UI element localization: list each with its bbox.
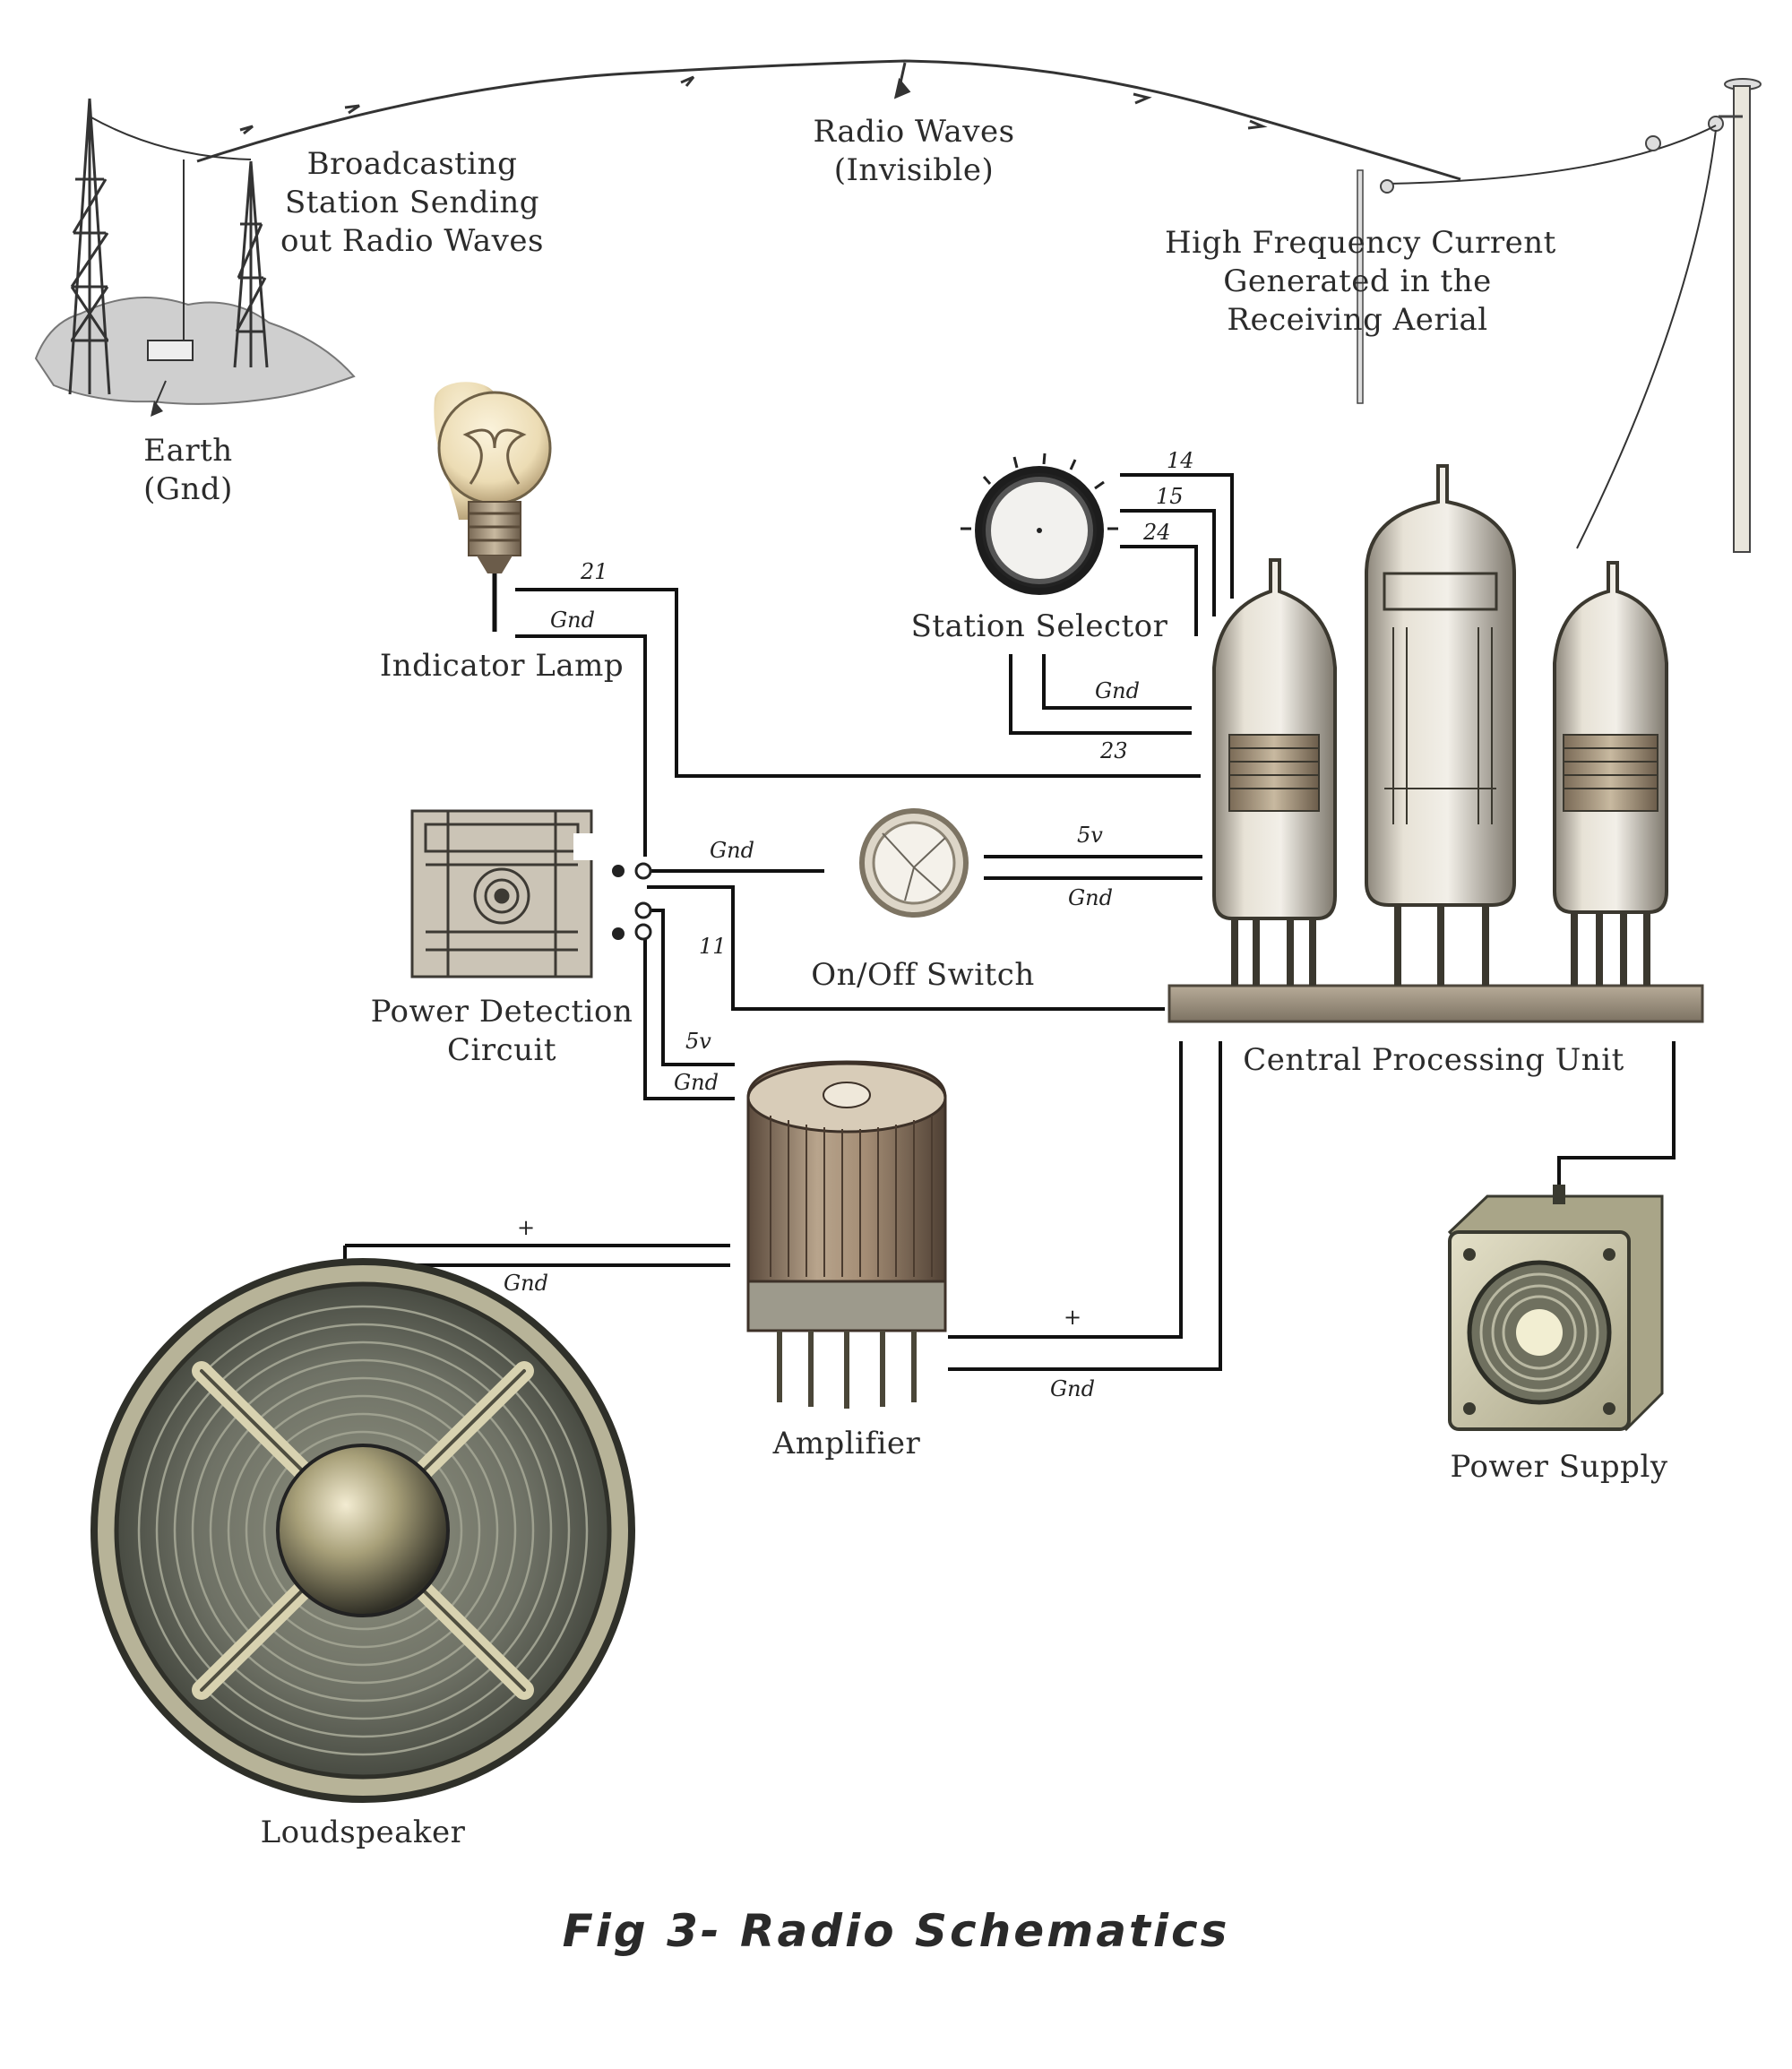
wire-label-speaker-gnd: Gnd — [504, 1271, 548, 1296]
station-selector-knob[interactable] — [961, 453, 1118, 595]
label-line: Circuit — [367, 1031, 636, 1070]
central-processing-unit-illustration — [1169, 466, 1702, 1022]
wire-label-21: 21 — [581, 559, 608, 584]
wire-label-amp-plus: + — [1064, 1305, 1081, 1330]
label-line: (Invisible) — [788, 151, 1039, 190]
earth-ground-label: Earth (Gnd) — [116, 432, 260, 509]
broadcasting-station-label: Broadcasting Station Sending out Radio W… — [269, 145, 556, 261]
loudspeaker-illustration — [94, 1262, 632, 1799]
wire-label-pdc-gnd: Gnd — [674, 1070, 719, 1095]
indicator-lamp-label: Indicator Lamp — [367, 647, 636, 685]
wire-label-24: 24 — [1143, 520, 1171, 545]
wire-amp-plus — [948, 1041, 1181, 1337]
wire-label-switch-gnd-right: Gnd — [1068, 885, 1113, 910]
power-supply-label: Power Supply — [1434, 1448, 1684, 1487]
label-line: Receiving Aerial — [1165, 301, 1550, 340]
wire-label-amp-gnd: Gnd — [1050, 1376, 1095, 1401]
wire-label-15: 15 — [1156, 484, 1184, 509]
wire-label-selector-gnd: Gnd — [1095, 678, 1140, 703]
label-line: Radio Waves — [788, 113, 1039, 151]
on-off-switch-label: On/Off Switch — [788, 956, 1057, 995]
station-selector-label: Station Selector — [905, 608, 1174, 646]
figure-title: Fig 3- Radio Schematics — [0, 1905, 1792, 1957]
label-line: Earth — [116, 432, 260, 470]
wire-label-pdc-5v: 5v — [685, 1029, 711, 1054]
label-line: (Gnd) — [116, 470, 260, 509]
wire-label-switch-gnd-left: Gnd — [710, 838, 754, 863]
label-line: Station Sending — [269, 184, 556, 222]
power-supply-illustration — [1450, 1185, 1662, 1429]
indicator-lamp-illustration — [434, 382, 550, 632]
central-processing-unit-label: Central Processing Unit — [1236, 1041, 1631, 1080]
amplifier-illustration — [748, 1062, 945, 1409]
wire-label-switch-5v: 5v — [1077, 823, 1103, 848]
label-line: Power Detection — [367, 993, 636, 1031]
label-line: High Frequency Current — [1165, 224, 1550, 263]
wire-label-speaker-plus: + — [517, 1215, 535, 1240]
amplifier-label: Amplifier — [735, 1425, 959, 1463]
loudspeaker-label: Loudspeaker — [242, 1814, 484, 1852]
high-frequency-current-label: High Frequency Current Generated in the … — [1165, 224, 1550, 340]
wire-label-23: 23 — [1100, 738, 1128, 763]
label-line: Broadcasting — [269, 145, 556, 184]
on-off-switch[interactable] — [862, 811, 966, 915]
label-line: out Radio Waves — [269, 222, 556, 261]
power-detection-circuit-illustration — [412, 811, 650, 977]
radio-waves-label: Radio Waves (Invisible) — [788, 113, 1039, 190]
wire-label-11: 11 — [699, 934, 727, 959]
wire-label-lamp-gnd: Gnd — [550, 608, 595, 633]
wire-label-14: 14 — [1167, 448, 1194, 473]
label-line: Generated in the — [1165, 263, 1550, 301]
power-detection-circuit-label: Power Detection Circuit — [367, 993, 636, 1070]
